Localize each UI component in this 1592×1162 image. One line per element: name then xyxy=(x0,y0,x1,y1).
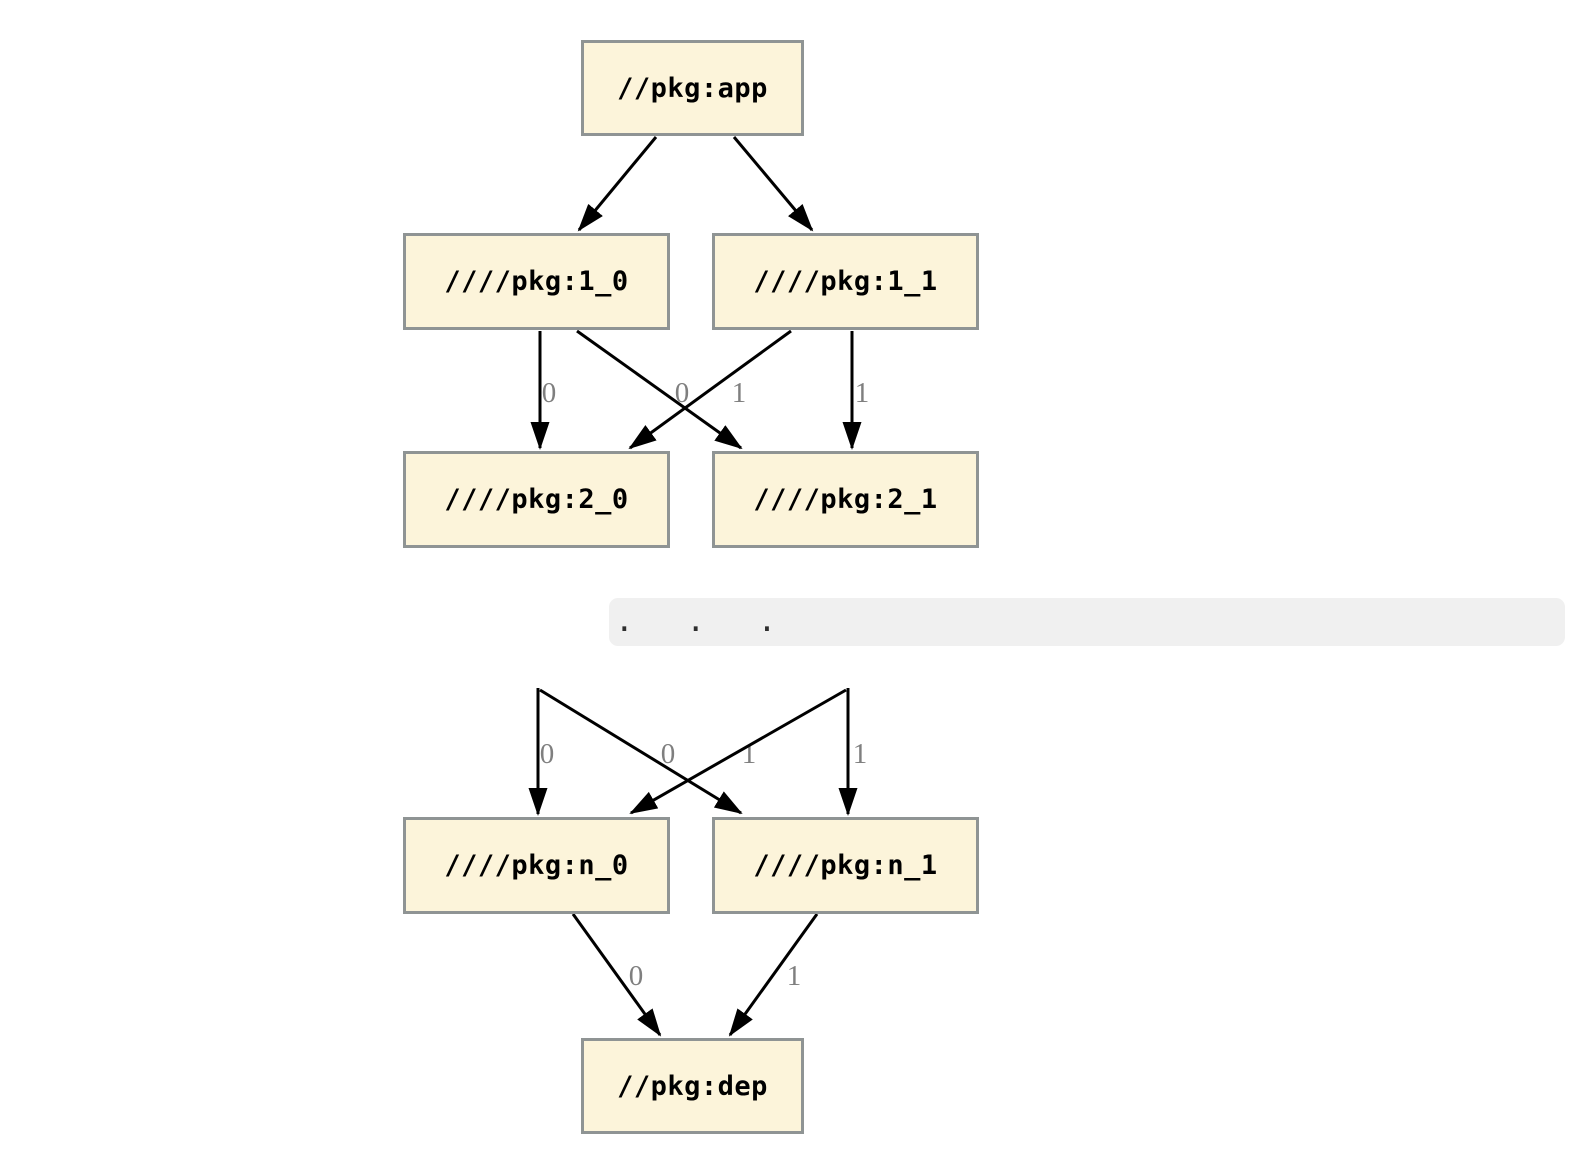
graph-node-dep: //pkg:dep xyxy=(581,1038,804,1134)
edge-elided-left-to-n_1 xyxy=(539,688,743,815)
edge-label-1_0-to-2_1: 1 xyxy=(732,377,747,409)
graph-node-app: //pkg:app xyxy=(581,40,804,136)
edge-label-1_0-to-2_0: 0 xyxy=(542,377,557,409)
graph-node-n_1: ////pkg:n_1 xyxy=(712,817,979,914)
ellipsis-band: . . . xyxy=(609,598,1565,646)
edge-n_0-to-dep xyxy=(571,913,662,1037)
edge-label-elided-left-to-n_0: 0 xyxy=(540,738,555,770)
ellipsis-dots: . . . xyxy=(615,603,794,639)
edge-label-elided-right-to-n_0: 0 xyxy=(661,738,676,770)
graph-node-1_0: ////pkg:1_0 xyxy=(403,233,670,330)
edge-app-to-1_0 xyxy=(577,136,658,232)
graph-node-2_0: ////pkg:2_0 xyxy=(403,451,670,548)
edge-label-n_0-to-dep: 0 xyxy=(629,960,644,992)
edge-label-elided-right-to-n_1: 1 xyxy=(853,738,868,770)
edge-1_0-to-2_1 xyxy=(576,329,743,450)
edge-label-1_1-to-2_0: 0 xyxy=(675,377,690,409)
edge-label-1_1-to-2_1: 1 xyxy=(855,377,870,409)
edge-n_1-to-dep xyxy=(728,913,819,1037)
edge-1_1-to-2_0 xyxy=(628,329,792,450)
graph-node-1_1: ////pkg:1_1 xyxy=(712,233,979,330)
edge-elided-right-to-n_0 xyxy=(629,688,847,815)
edge-app-to-1_1 xyxy=(732,136,814,232)
graph-node-n_0: ////pkg:n_0 xyxy=(403,817,670,914)
graph-node-2_1: ////pkg:2_1 xyxy=(712,451,979,548)
edge-label-n_1-to-dep: 1 xyxy=(787,960,802,992)
